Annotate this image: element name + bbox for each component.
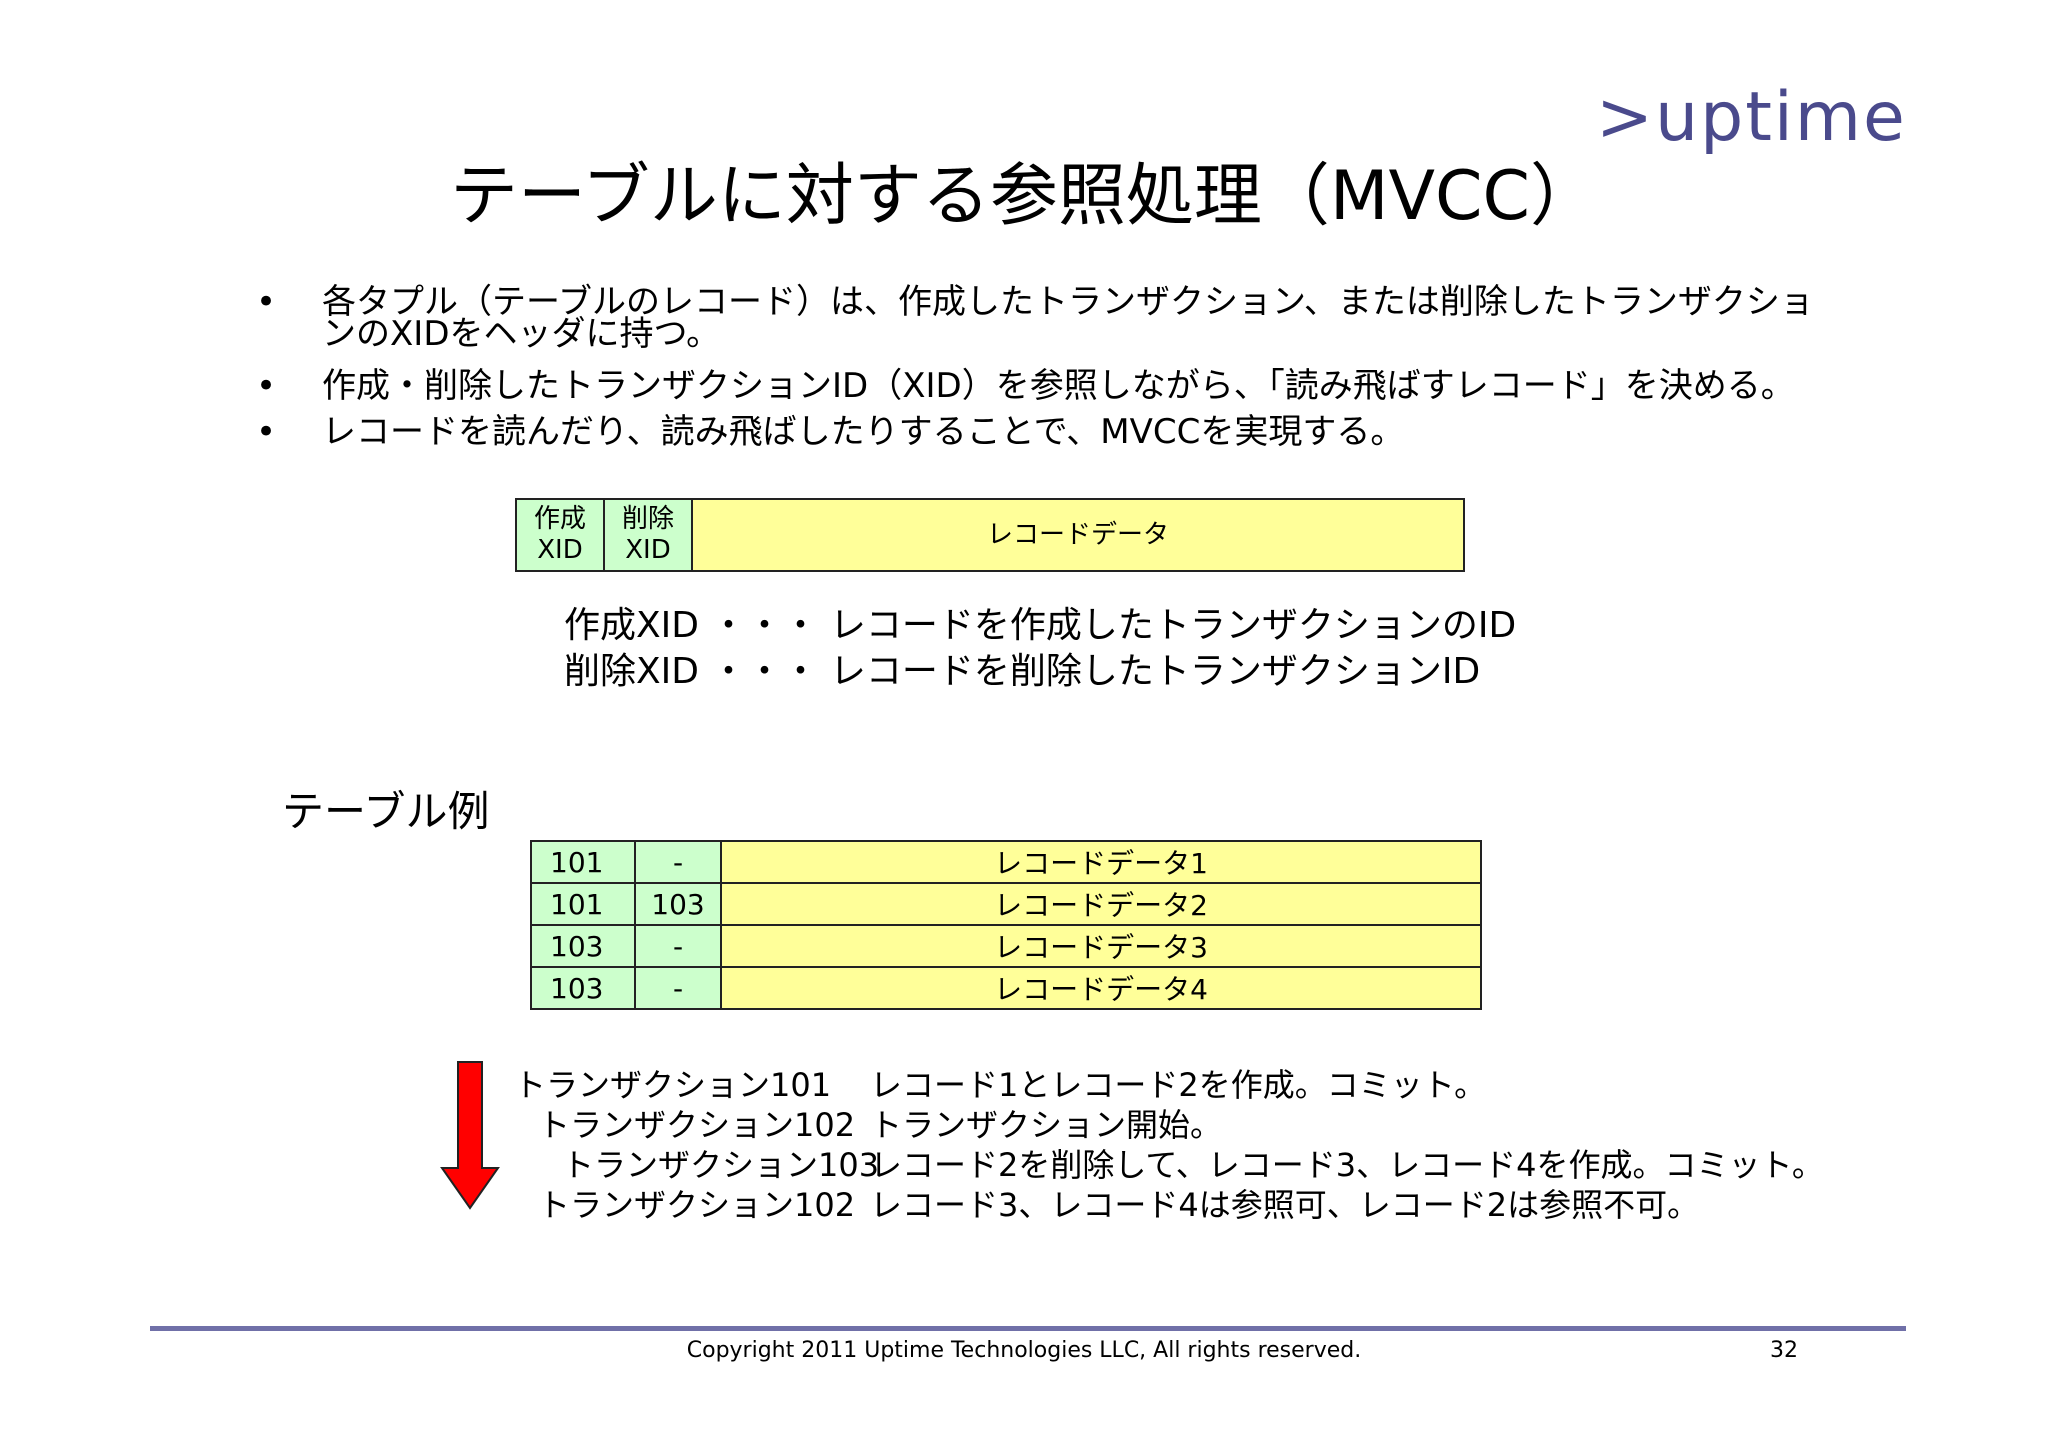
created-xid-value: 103 — [530, 924, 636, 968]
transaction-name: トランザクション101 — [514, 1066, 832, 1104]
bullet-dot: • — [256, 366, 277, 406]
created-xid-value: 101 — [530, 882, 636, 926]
record-data-value: レコードデータ1 — [720, 840, 1482, 884]
legend-created-xid: 作成XID ・・・ レコードを作成したトランザクションのID — [564, 605, 1517, 646]
created-xid-value: 101 — [530, 840, 636, 884]
deleted-xid-value: 103 — [634, 882, 722, 926]
bullet-text-line: 各タプル（テーブルのレコード）は、作成したトランザクション、または削除したトラン… — [322, 282, 1814, 322]
transaction-desc: レコード3、レコード4は参照可、レコード2は参照不可。 — [870, 1186, 1700, 1224]
deleted-xid-value: - — [634, 966, 722, 1010]
deleted-xid-value: - — [634, 840, 722, 884]
deleted-xid-cell: 削除 XID — [605, 500, 693, 570]
record-data-value: レコードデータ4 — [720, 966, 1482, 1010]
record-data-value: レコードデータ2 — [720, 882, 1482, 926]
deleted-xid-label: 削除 — [621, 504, 674, 534]
slide-title: テーブルに対する参照処理（MVCC） — [449, 157, 1599, 236]
bullet-text-line: ンのXIDをヘッダに持つ。 — [322, 314, 721, 354]
transaction-desc: レコード1とレコード2を作成。コミット。 — [870, 1066, 1487, 1104]
record-layout-diagram: 作成 XID 削除 XID レコードデータ — [515, 498, 1465, 572]
transaction-name: トランザクション102 — [538, 1106, 856, 1144]
example-table: 101 - レコードデータ1 101 103 レコードデータ2 103 - レコ… — [530, 840, 1482, 1010]
uptime-logo: >uptime — [1596, 78, 1907, 157]
deleted-xid-sub: XID — [625, 535, 671, 565]
page-number: 32 — [1770, 1338, 1798, 1363]
transaction-desc: トランザクション開始。 — [870, 1106, 1223, 1144]
copyright-text: Copyright 2011 Uptime Technologies LLC, … — [686, 1338, 1362, 1363]
bullet-dot: • — [256, 412, 277, 452]
created-xid-cell: 作成 XID — [517, 500, 605, 570]
deleted-xid-value: - — [634, 924, 722, 968]
created-xid-label: 作成 — [533, 504, 586, 534]
bullet-dot: • — [256, 282, 277, 322]
record-data-cell: レコードデータ — [693, 500, 1463, 570]
footer-divider — [150, 1326, 1906, 1331]
table-example-heading: テーブル例 — [282, 787, 490, 836]
table-row: 101 - レコードデータ1 — [530, 840, 1482, 884]
table-row: 101 103 レコードデータ2 — [530, 882, 1482, 926]
created-xid-sub: XID — [537, 535, 583, 565]
record-data-value: レコードデータ3 — [720, 924, 1482, 968]
transaction-name: トランザクション102 — [538, 1186, 856, 1224]
transaction-desc: レコード2を削除して、レコード3、レコード4を作成。コミット。 — [870, 1146, 1824, 1184]
time-arrow-icon — [440, 1061, 500, 1210]
created-xid-value: 103 — [530, 966, 636, 1010]
bullet-text-line: 作成・削除したトランザクションID（XID）を参照しながら、「読み飛ばすレコード… — [322, 366, 1795, 406]
table-row: 103 - レコードデータ3 — [530, 924, 1482, 968]
legend-deleted-xid: 削除XID ・・・ レコードを削除したトランザクションID — [564, 651, 1481, 692]
transaction-name: トランザクション103 — [562, 1146, 880, 1184]
table-row: 103 - レコードデータ4 — [530, 966, 1482, 1010]
record-data-label: レコードデータ — [986, 519, 1169, 550]
bullet-text-line: レコードを読んだり、読み飛ばしたりすることで、MVCCを実現する。 — [322, 412, 1405, 452]
